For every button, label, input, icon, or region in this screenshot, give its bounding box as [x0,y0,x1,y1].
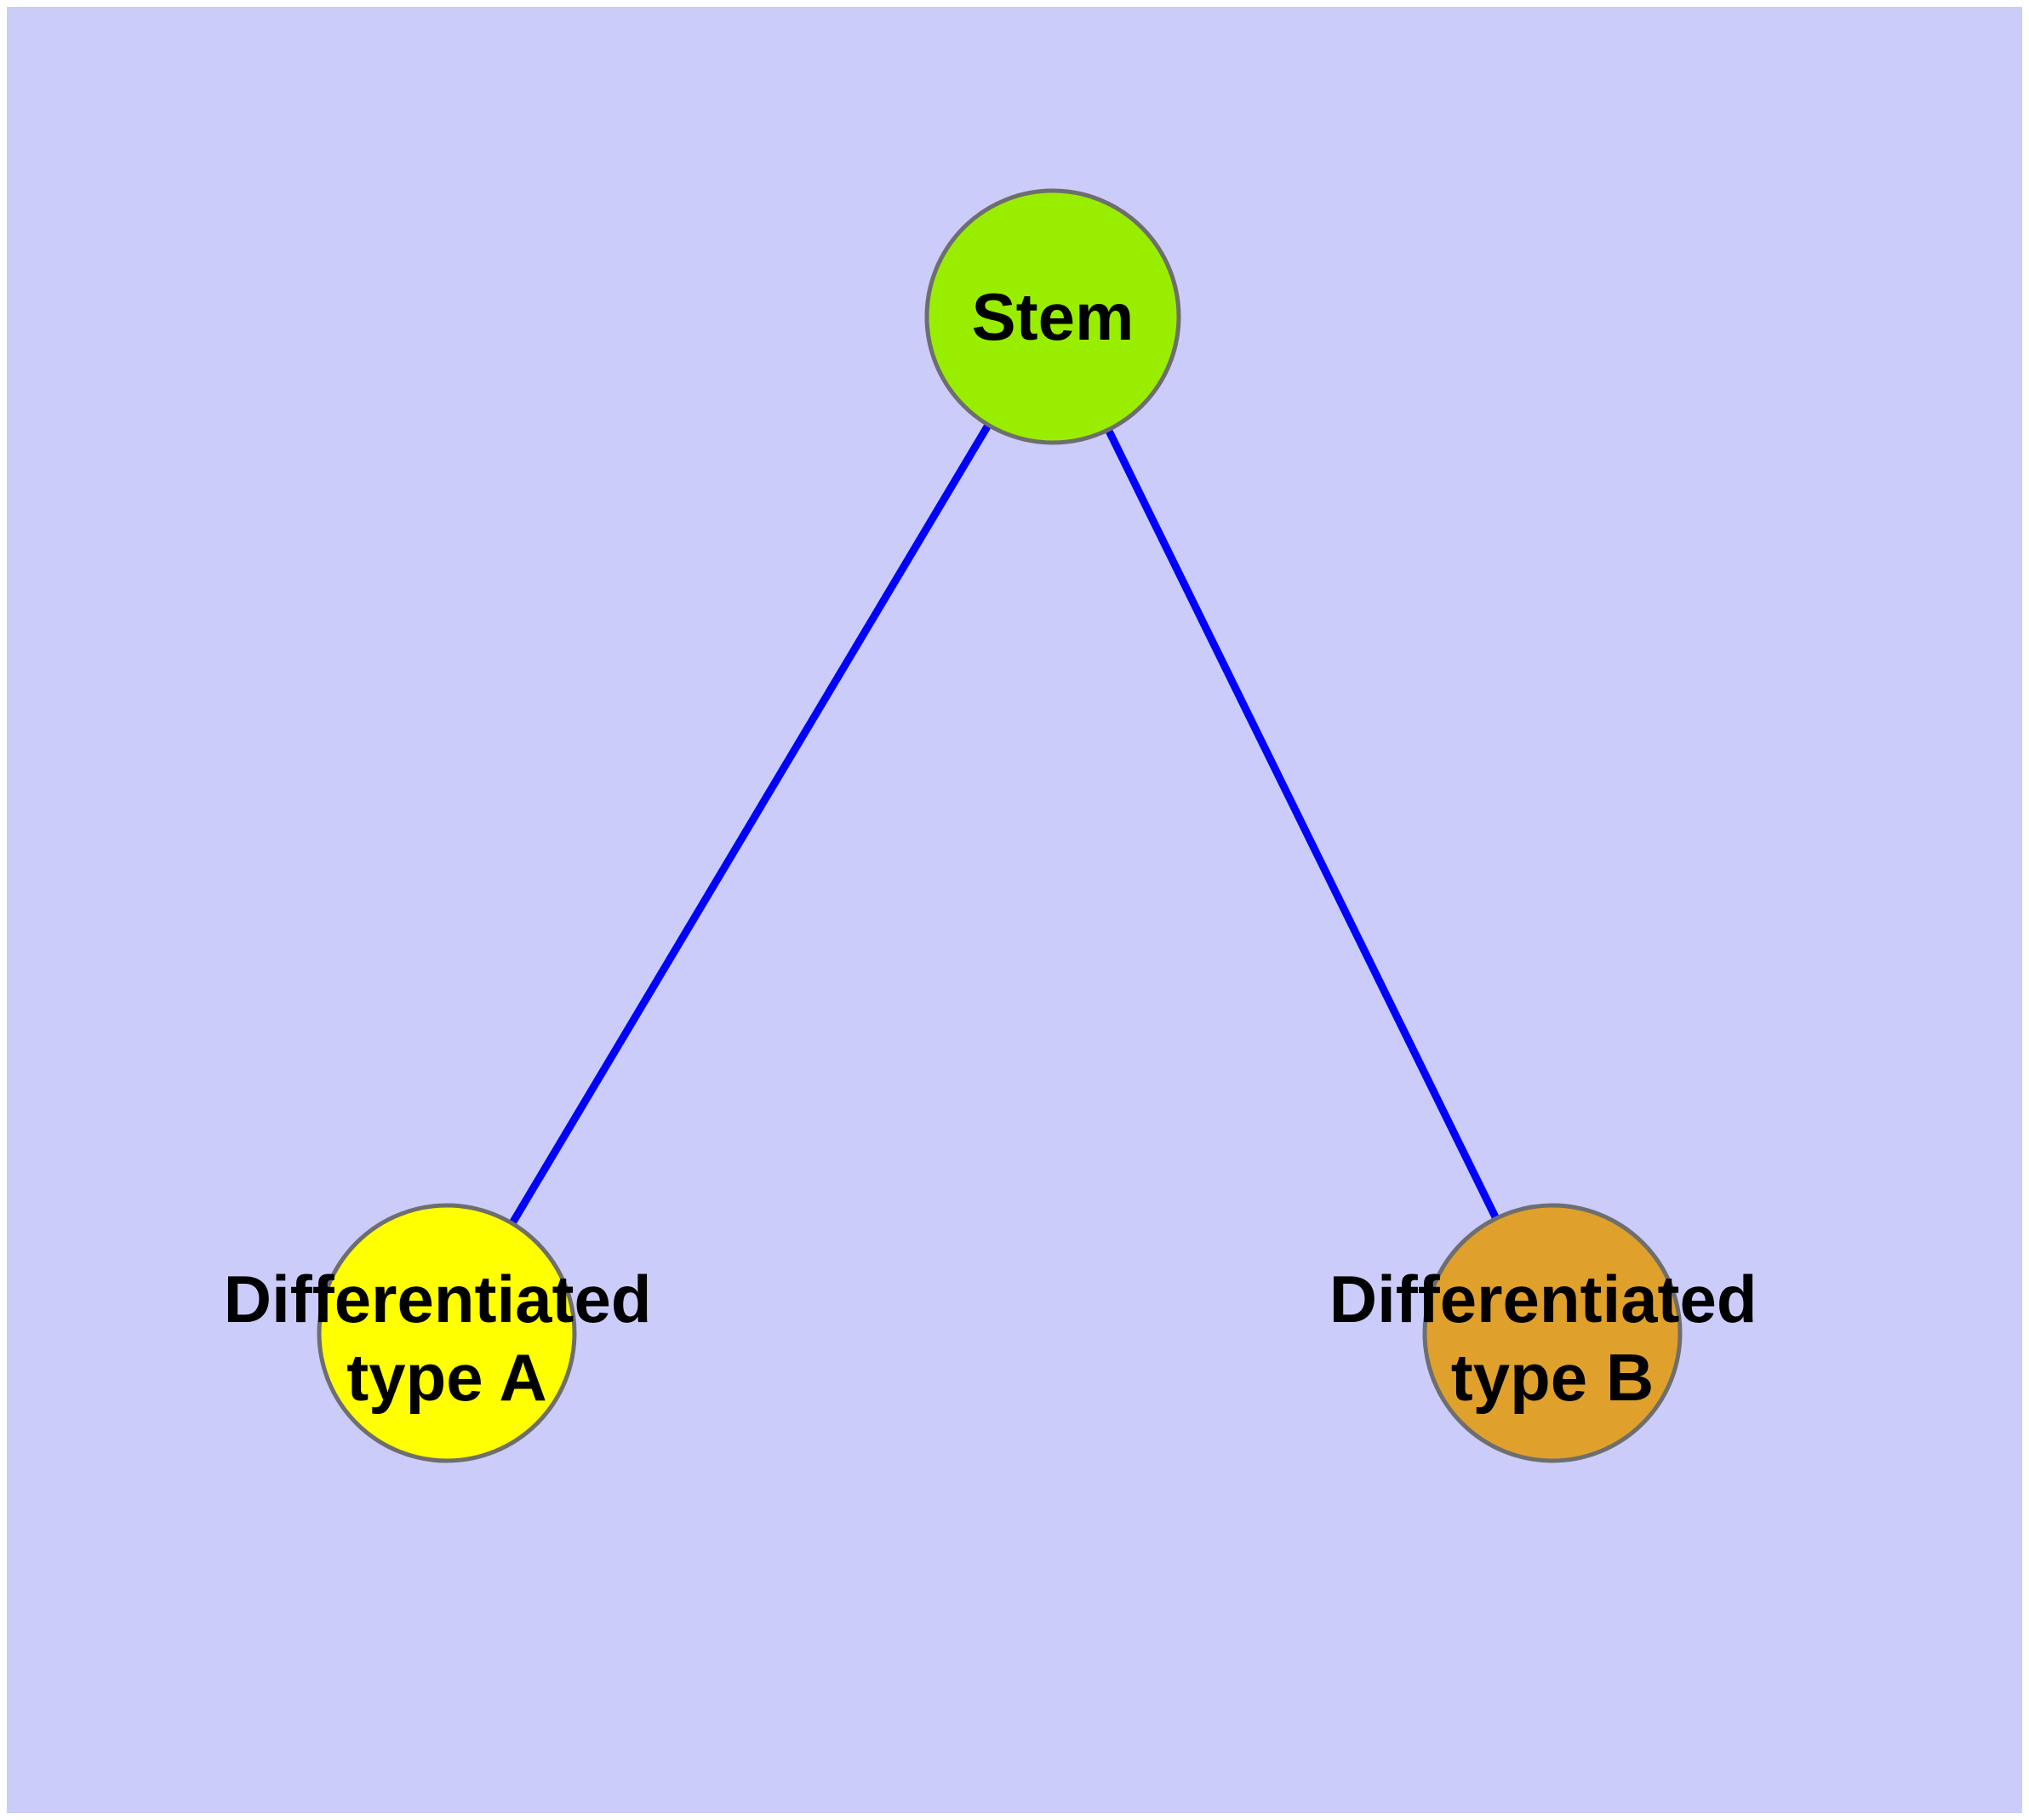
node-differentiated-type-a-label-line-1: Differentiated [224,1262,652,1336]
node-differentiated-type-b-label: Differentiated type B [1329,1262,1775,1415]
edge-stem-to-differentiated-type-a[interactable] [443,314,1056,1336]
node-differentiated-type-a-label-line-2: type A [346,1340,547,1415]
node-differentiated-type-b-label-line-1: Differentiated [1329,1262,1758,1336]
node-differentiated-type-b[interactable] [1422,1203,1683,1463]
node-differentiated-type-a-circle[interactable] [317,1203,577,1463]
node-differentiated-type-a[interactable] [317,1203,577,1463]
node-stem-label: Stem [972,279,1135,354]
node-stem-label-line-1: Stem [972,279,1135,354]
node-layer [317,188,1683,1463]
edge-stem-to-differentiated-type-b[interactable] [1049,315,1557,1335]
node-differentiated-type-b-label-line-2: type B [1451,1340,1654,1415]
node-stem[interactable] [924,188,1181,445]
node-differentiated-type-a-label: Differentiated type A [224,1262,670,1415]
node-stem-circle[interactable] [924,188,1181,445]
edge-layer [443,314,1557,1336]
node-differentiated-type-b-circle[interactable] [1422,1203,1683,1463]
label-layer: Stem Differentiated type A Differentiate… [224,279,1775,1415]
